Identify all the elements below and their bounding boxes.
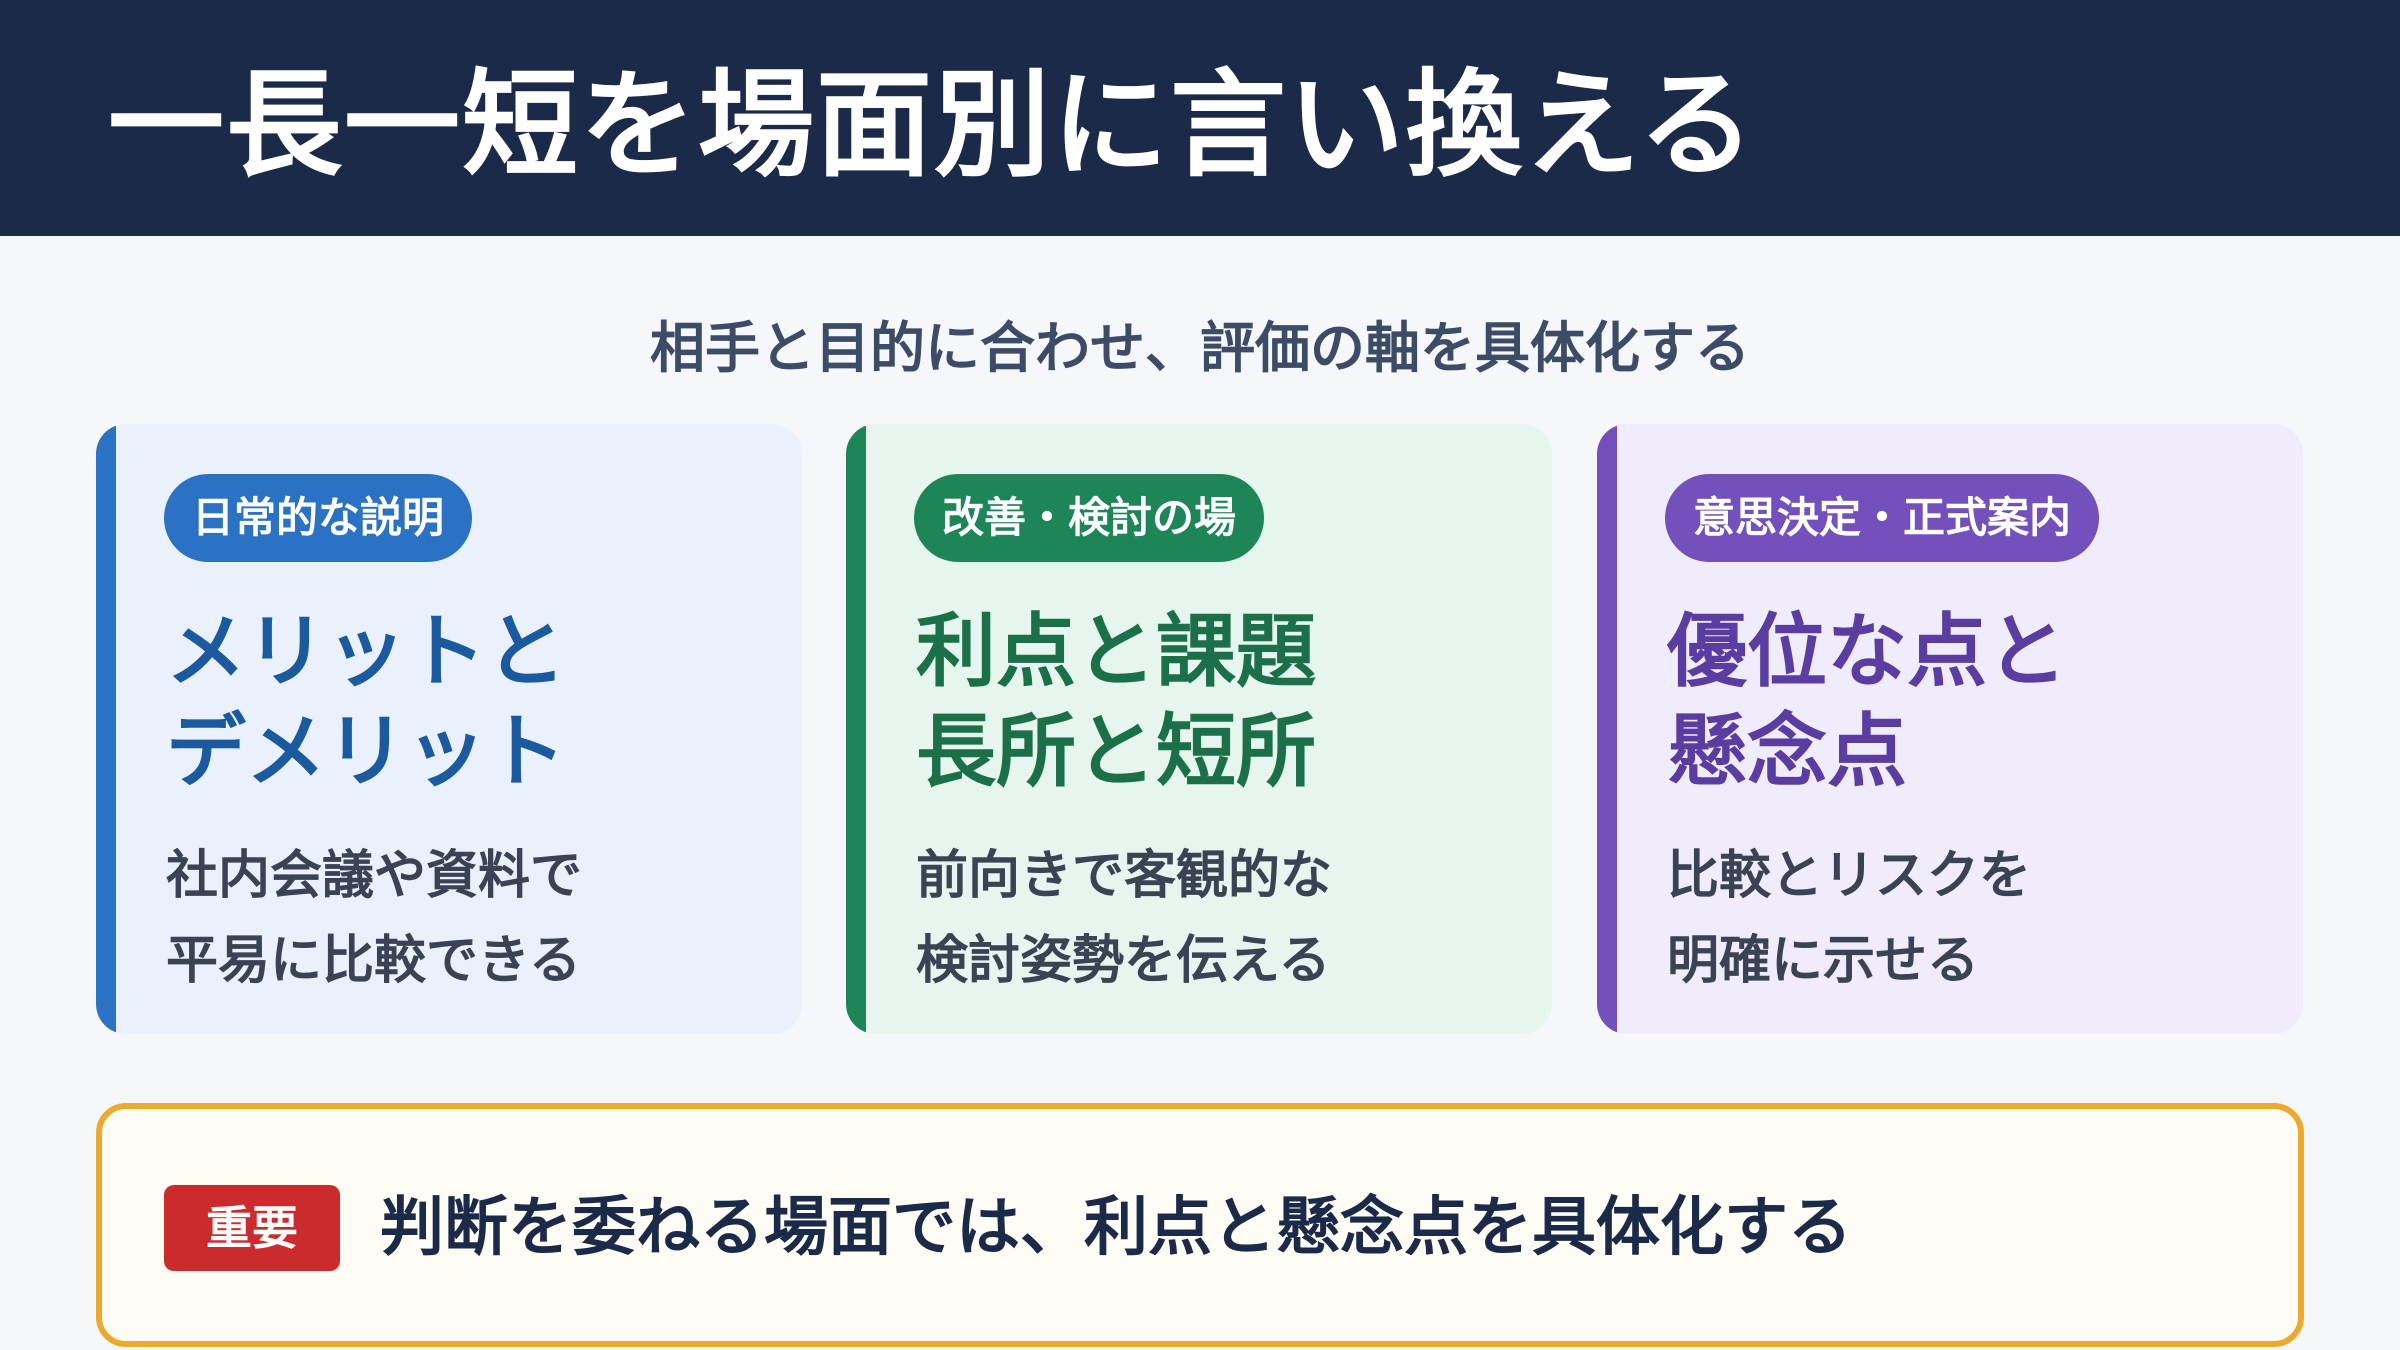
card-heading-line: メリットと: [166, 605, 566, 698]
card-heading-line: 懸念点: [1667, 705, 1907, 798]
card-description-line: 平易に比較できる: [166, 931, 581, 991]
card-badge: 意思決定・正式案内: [1665, 474, 2100, 562]
card-accent-stripe: [1597, 424, 1617, 1034]
card-description-line: 明確に示せる: [1667, 931, 1980, 991]
card-description: 社内会議や資料で 平易に比較できる: [166, 834, 582, 1004]
card-heading: メリットと デメリット: [166, 602, 566, 802]
card-improvement-review: 改善・検討の場 利点と課題 長所と短所 前向きで客観的な 検討姿勢を伝える: [846, 424, 1552, 1034]
important-tag: 重要: [164, 1185, 340, 1271]
card-description-line: 比較とリスクを: [1667, 846, 2032, 906]
card-heading-line: 利点と課題: [916, 605, 1316, 698]
card-description-line: 社内会議や資料で: [166, 846, 583, 906]
page-title: 一長一短を場面別に言い換える: [108, 58, 1757, 193]
header-bar: 一長一短を場面別に言い換える: [0, 0, 2400, 236]
card-badge: 改善・検討の場: [914, 474, 1265, 562]
card-heading: 優位な点と 懸念点: [1667, 602, 2067, 802]
card-description-line: 検討姿勢を伝える: [916, 931, 1331, 991]
card-description: 前向きで客観的な 検討姿勢を伝える: [916, 834, 1332, 1004]
important-note-text: 判断を委ねる場面では、利点と懸念点を具体化する: [380, 1191, 1852, 1265]
card-accent-stripe: [846, 424, 866, 1034]
page-subtitle: 相手と目的に合わせ、評価の軸を具体化する: [649, 316, 1750, 380]
card-heading-line: 長所と短所: [916, 705, 1316, 798]
important-note-box: 重要 判断を委ねる場面では、利点と懸念点を具体化する: [96, 1103, 2304, 1347]
card-decision-official: 意思決定・正式案内 優位な点と 懸念点 比較とリスクを 明確に示せる: [1597, 424, 2303, 1034]
card-badge: 日常的な説明: [164, 474, 473, 562]
card-heading-line: 優位な点と: [1667, 605, 2067, 698]
card-description: 比較とリスクを 明確に示せる: [1667, 834, 2031, 1004]
card-accent-stripe: [96, 424, 116, 1034]
card-everyday-explanation: 日常的な説明 メリットと デメリット 社内会議や資料で 平易に比較できる: [96, 424, 802, 1034]
card-heading-line: デメリット: [166, 705, 566, 798]
card-heading: 利点と課題 長所と短所: [916, 602, 1316, 802]
card-description-line: 前向きで客観的な: [916, 846, 1333, 906]
